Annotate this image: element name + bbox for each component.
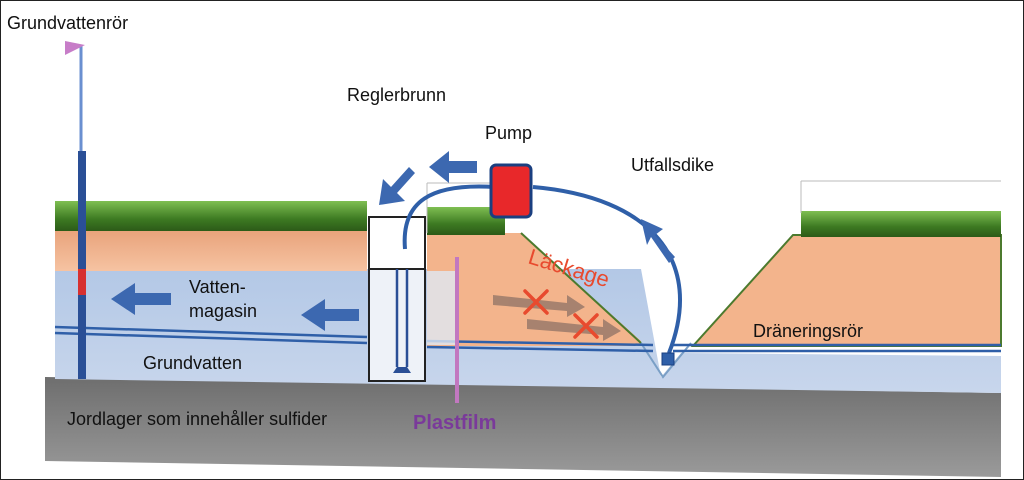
groundwater-level-marker <box>78 269 86 295</box>
groundwater-pipe <box>65 41 86 379</box>
topsoil-slope-left <box>427 233 641 346</box>
ditch-inlet <box>661 352 675 366</box>
label-outlet-ditch: Utfallsdike <box>631 155 714 175</box>
label-pump: Pump <box>485 123 532 143</box>
label-sulfide-soil: Jordlager som innehåller sulfider <box>67 409 327 429</box>
label-water-reservoir-line1: Vatten- <box>189 277 246 297</box>
label-groundwater: Grundvatten <box>143 353 242 373</box>
label-control-well: Reglerbrunn <box>347 85 446 105</box>
pump-hose-intake <box>402 184 496 250</box>
topsoil-left <box>55 229 367 271</box>
slope-edge-left <box>520 232 642 344</box>
label-water-reservoir-line2: magasin <box>189 301 257 321</box>
grass-left <box>55 201 367 231</box>
ditch-outline <box>640 342 692 379</box>
sulfide-soil-layer <box>45 377 1001 477</box>
arrow-icon <box>111 151 675 331</box>
label-drain-pipe: Dräneringsrör <box>753 321 863 341</box>
label-groundwater-pipe: Grundvattenrör <box>7 13 128 33</box>
x-mark-icon <box>523 289 599 339</box>
grass-right <box>801 211 1001 237</box>
pump-body <box>489 163 533 219</box>
flag-icon <box>65 41 85 55</box>
control-well <box>368 216 426 382</box>
plastic-film-backdrop <box>427 271 455 345</box>
label-plastic-film: Plastfilm <box>413 412 496 434</box>
drain-pipe-lines <box>54 325 1001 353</box>
